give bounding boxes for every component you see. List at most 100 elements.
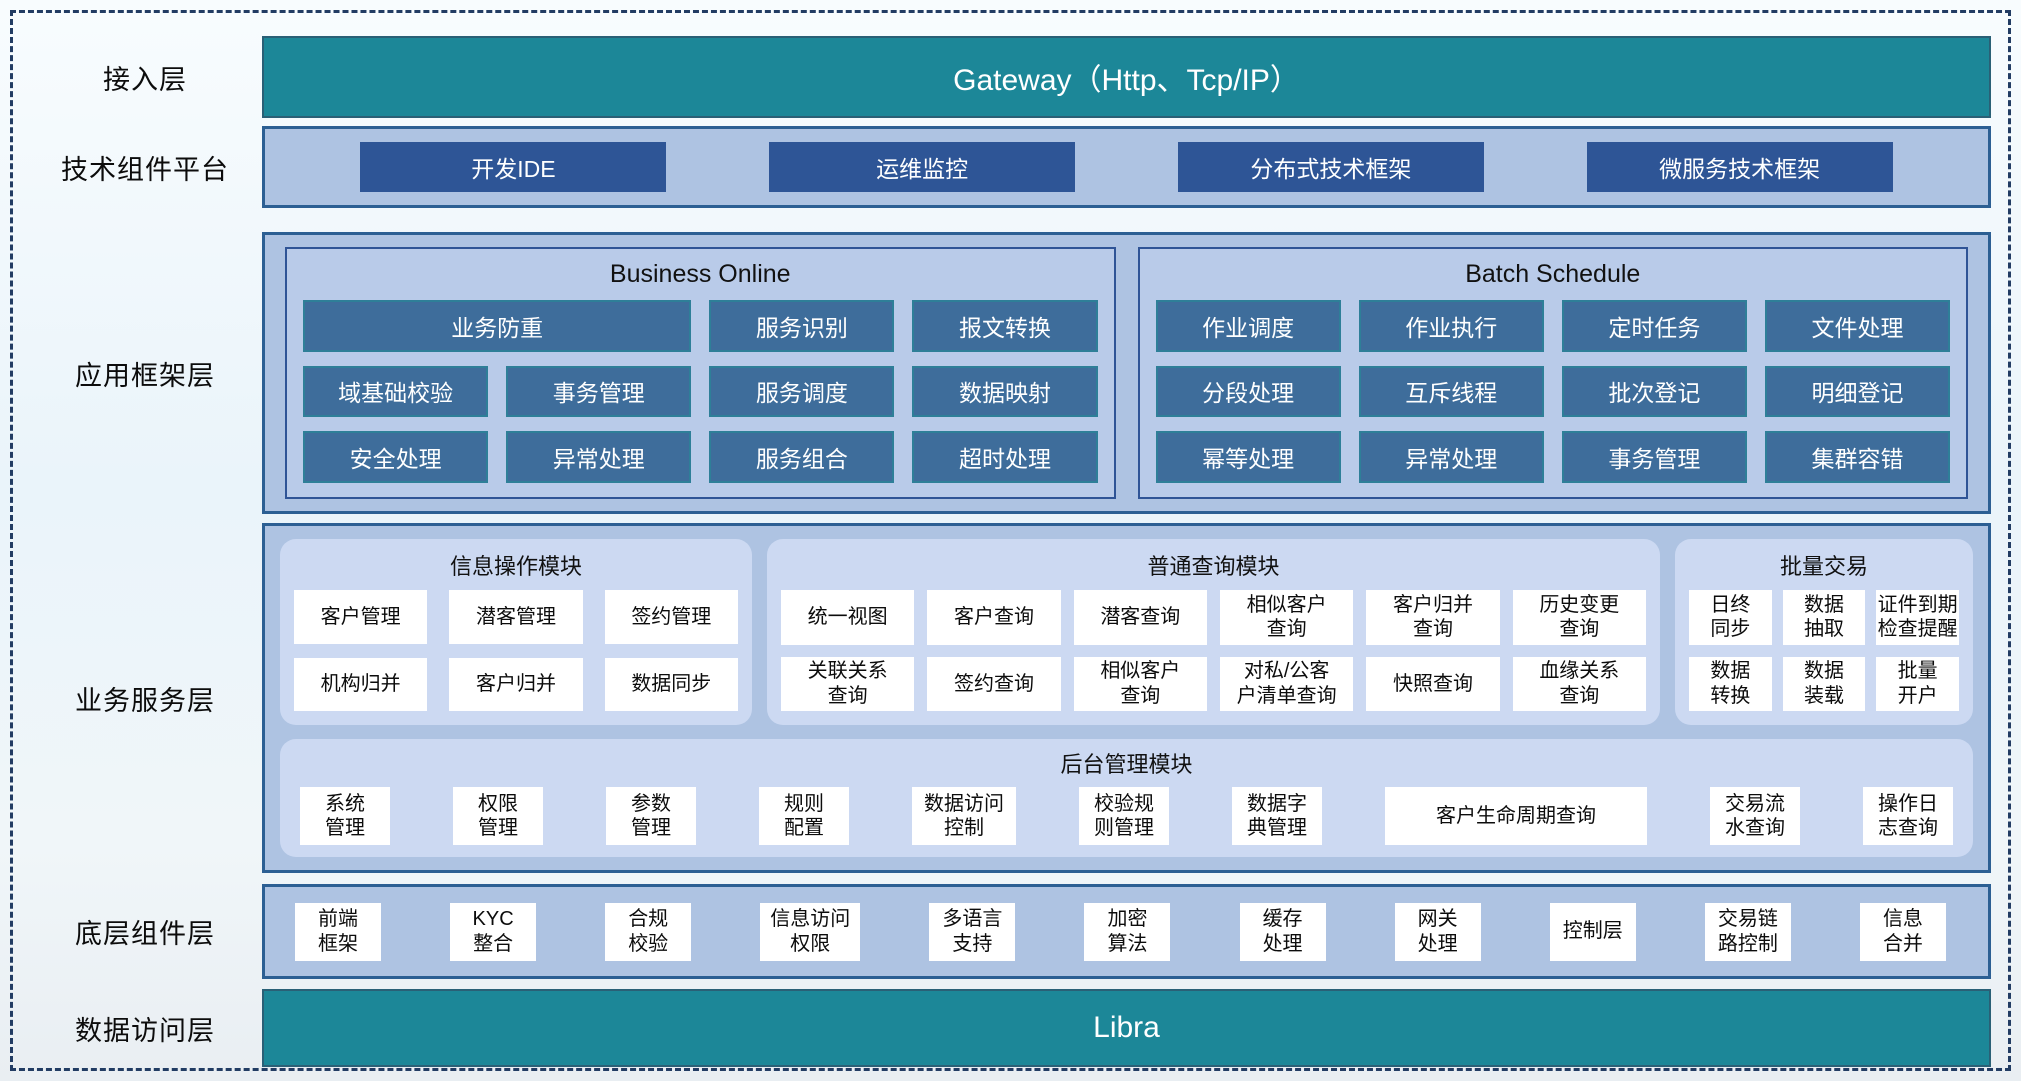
panel-batch-schedule: Batch Schedule 作业调度 作业执行 定时任务 文件处理 分段处理 … bbox=[1137, 247, 1968, 499]
tech-item: 运维监控 bbox=[769, 142, 1076, 192]
module-title: 批量交易 bbox=[1779, 554, 1868, 579]
module-grid: 客户管理 潜客管理 签约管理 机构归并 客户归并 数据同步 bbox=[294, 590, 738, 711]
module-cell: 客户归并 bbox=[449, 657, 583, 711]
layer-row-data-access: 数据访问层 Libra bbox=[28, 989, 1991, 1067]
architecture-diagram: 接入层 Gateway（Http、Tcp/IP） 技术组件平台 开发IDE 运维… bbox=[28, 36, 1991, 1067]
admin-cell: 系统 管理 bbox=[300, 787, 390, 845]
module-cell: 统一视图 bbox=[781, 590, 915, 645]
tech-platform-container: 开发IDE 运维监控 分布式技术框架 微服务技术框架 bbox=[262, 126, 1991, 208]
tech-item: 开发IDE bbox=[360, 142, 667, 192]
module-cell: 客户查询 bbox=[927, 590, 1061, 645]
admin-row: 系统 管理 权限 管理 参数 管理 规则 配置 数据访问 控制 校验规 则管理 … bbox=[300, 787, 1953, 845]
base-cell: 信息 合并 bbox=[1859, 902, 1946, 961]
base-components-container: 前端 框架 KYC 整合 合规 校验 信息访问 权限 多语言 支持 加密 算法 … bbox=[262, 884, 1991, 979]
base-cell: 信息访问 权限 bbox=[760, 902, 861, 961]
app-cell: 服务调度 bbox=[709, 365, 895, 418]
layer-label-data-access: 数据访问层 bbox=[75, 1015, 215, 1046]
admin-cell: 参数 管理 bbox=[606, 787, 696, 845]
app-cell: 互斥线程 bbox=[1358, 365, 1544, 418]
module-cell: 数据 抽取 bbox=[1782, 590, 1866, 645]
panel-title: Batch Schedule bbox=[1465, 260, 1641, 288]
admin-cell: 交易流 水查询 bbox=[1710, 787, 1800, 845]
module-cell: 批量 开户 bbox=[1876, 656, 1959, 711]
app-cell: 异常处理 bbox=[1358, 431, 1544, 483]
layer-row-business-service: 业务服务层 信息操作模块 客户管理 潜客管理 签约管理 机构归并 客户归并 数据… bbox=[28, 523, 1991, 873]
module-cell: 数据 转换 bbox=[1689, 656, 1772, 711]
module-grid: 日终 同步 数据 抽取 证件到期 检查提醒 数据 转换 数据 装载 批量 开户 bbox=[1689, 590, 1959, 711]
tech-item: 微服务技术框架 bbox=[1586, 142, 1893, 192]
module-title: 后台管理模块 bbox=[1060, 752, 1193, 777]
app-cell: 业务防重 bbox=[303, 300, 692, 352]
base-cell: 前端 框架 bbox=[295, 902, 381, 961]
module-title: 普通查询模块 bbox=[1147, 554, 1280, 579]
app-cell: 异常处理 bbox=[506, 431, 692, 483]
app-cell: 幂等处理 bbox=[1155, 431, 1341, 483]
libra-bar: Libra bbox=[262, 989, 1991, 1067]
app-cell: 报文转换 bbox=[912, 300, 1098, 352]
business-service-modules: 信息操作模块 客户管理 潜客管理 签约管理 机构归并 客户归并 数据同步 普通查… bbox=[280, 539, 1973, 725]
admin-cell: 校验规 则管理 bbox=[1079, 787, 1169, 845]
app-cell: 事务管理 bbox=[1561, 431, 1747, 483]
app-cell: 安全处理 bbox=[303, 431, 489, 483]
admin-cell: 权限 管理 bbox=[453, 787, 543, 845]
module-cell: 证件到期 检查提醒 bbox=[1876, 590, 1959, 645]
module-cell: 历史变更 查询 bbox=[1512, 590, 1646, 645]
module-cell: 潜客管理 bbox=[449, 590, 583, 644]
module-cell: 客户管理 bbox=[294, 590, 428, 644]
base-cell: KYC 整合 bbox=[450, 902, 537, 961]
panel-grid: 业务防重 服务识别 报文转换 域基础校验 事务管理 服务调度 数据映射 安全处理… bbox=[303, 300, 1098, 483]
tech-item: 分布式技术框架 bbox=[1177, 142, 1484, 192]
app-cell: 服务组合 bbox=[709, 431, 895, 483]
app-cell: 数据映射 bbox=[912, 365, 1098, 418]
admin-cell: 数据访问 控制 bbox=[912, 787, 1016, 845]
module-cell: 签约管理 bbox=[604, 590, 738, 644]
module-info-operation: 信息操作模块 客户管理 潜客管理 签约管理 机构归并 客户归并 数据同步 bbox=[280, 539, 752, 725]
base-cell: 网关 处理 bbox=[1394, 902, 1481, 961]
layer-row-app-framework: 应用框架层 Business Online 业务防重 服务识别 报文转换 域基础… bbox=[28, 232, 1991, 514]
module-cell: 日终 同步 bbox=[1689, 590, 1772, 645]
layer-row-tech-platform: 技术组件平台 开发IDE 运维监控 分布式技术框架 微服务技术框架 bbox=[28, 126, 1991, 208]
layer-label-app-framework: 应用框架层 bbox=[75, 360, 215, 391]
module-batch-transaction: 批量交易 日终 同步 数据 抽取 证件到期 检查提醒 数据 转换 数据 装载 批… bbox=[1675, 539, 1973, 725]
module-cell: 签约查询 bbox=[927, 656, 1061, 711]
gateway-bar: Gateway（Http、Tcp/IP） bbox=[262, 36, 1991, 118]
admin-cell: 数据字 典管理 bbox=[1232, 787, 1322, 845]
module-cell: 关联关系 查询 bbox=[781, 656, 915, 711]
admin-cell: 规则 配置 bbox=[759, 787, 849, 845]
panel-business-online: Business Online 业务防重 服务识别 报文转换 域基础校验 事务管… bbox=[285, 247, 1116, 499]
base-cell: 合规 校验 bbox=[605, 902, 692, 961]
module-cell: 数据同步 bbox=[604, 657, 738, 711]
layer-label-business-service: 业务服务层 bbox=[75, 685, 215, 716]
business-service-container: 信息操作模块 客户管理 潜客管理 签约管理 机构归并 客户归并 数据同步 普通查… bbox=[262, 523, 1991, 873]
app-cell: 作业执行 bbox=[1358, 300, 1544, 352]
module-cell: 快照查询 bbox=[1366, 656, 1500, 711]
module-cell: 对私/公客 户清单查询 bbox=[1219, 656, 1354, 711]
panel-grid: 作业调度 作业执行 定时任务 文件处理 分段处理 互斥线程 批次登记 明细登记 … bbox=[1155, 300, 1950, 483]
module-backend-admin: 后台管理模块 系统 管理 权限 管理 参数 管理 规则 配置 数据访问 控制 校… bbox=[280, 739, 1973, 857]
layer-label-base-components: 底层组件层 bbox=[75, 919, 215, 949]
app-cell: 超时处理 bbox=[912, 431, 1098, 483]
app-cell: 分段处理 bbox=[1155, 365, 1341, 418]
module-grid: 统一视图 客户查询 潜客查询 相似客户 查询 客户归并 查询 历史变更 查询 关… bbox=[781, 590, 1646, 711]
app-cell: 服务识别 bbox=[709, 300, 895, 352]
app-cell: 集群容错 bbox=[1764, 431, 1950, 483]
layer-label-access: 接入层 bbox=[103, 64, 187, 95]
app-cell: 作业调度 bbox=[1155, 300, 1341, 352]
admin-cell-customer-lifecycle: 客户生命周期查询 bbox=[1385, 787, 1647, 845]
app-cell: 域基础校验 bbox=[303, 365, 489, 418]
panel-title: Business Online bbox=[609, 260, 791, 288]
module-cell: 相似客户 查询 bbox=[1073, 656, 1207, 711]
module-cell: 数据 装载 bbox=[1782, 656, 1866, 711]
app-cell: 明细登记 bbox=[1764, 365, 1950, 418]
module-cell: 相似客户 查询 bbox=[1219, 590, 1354, 645]
base-cell: 交易链 路控制 bbox=[1704, 902, 1791, 961]
layer-row-access: 接入层 Gateway（Http、Tcp/IP） bbox=[28, 36, 1991, 118]
base-cell: 控制层 bbox=[1549, 902, 1636, 961]
base-cell: 加密 算法 bbox=[1084, 902, 1171, 961]
module-cell: 血缘关系 查询 bbox=[1512, 656, 1646, 711]
module-cell: 客户归并 查询 bbox=[1366, 590, 1500, 645]
app-framework-container: Business Online 业务防重 服务识别 报文转换 域基础校验 事务管… bbox=[262, 232, 1991, 514]
module-cell: 潜客查询 bbox=[1073, 590, 1207, 645]
admin-cell: 操作日 志查询 bbox=[1863, 787, 1953, 845]
module-title: 信息操作模块 bbox=[449, 554, 582, 579]
